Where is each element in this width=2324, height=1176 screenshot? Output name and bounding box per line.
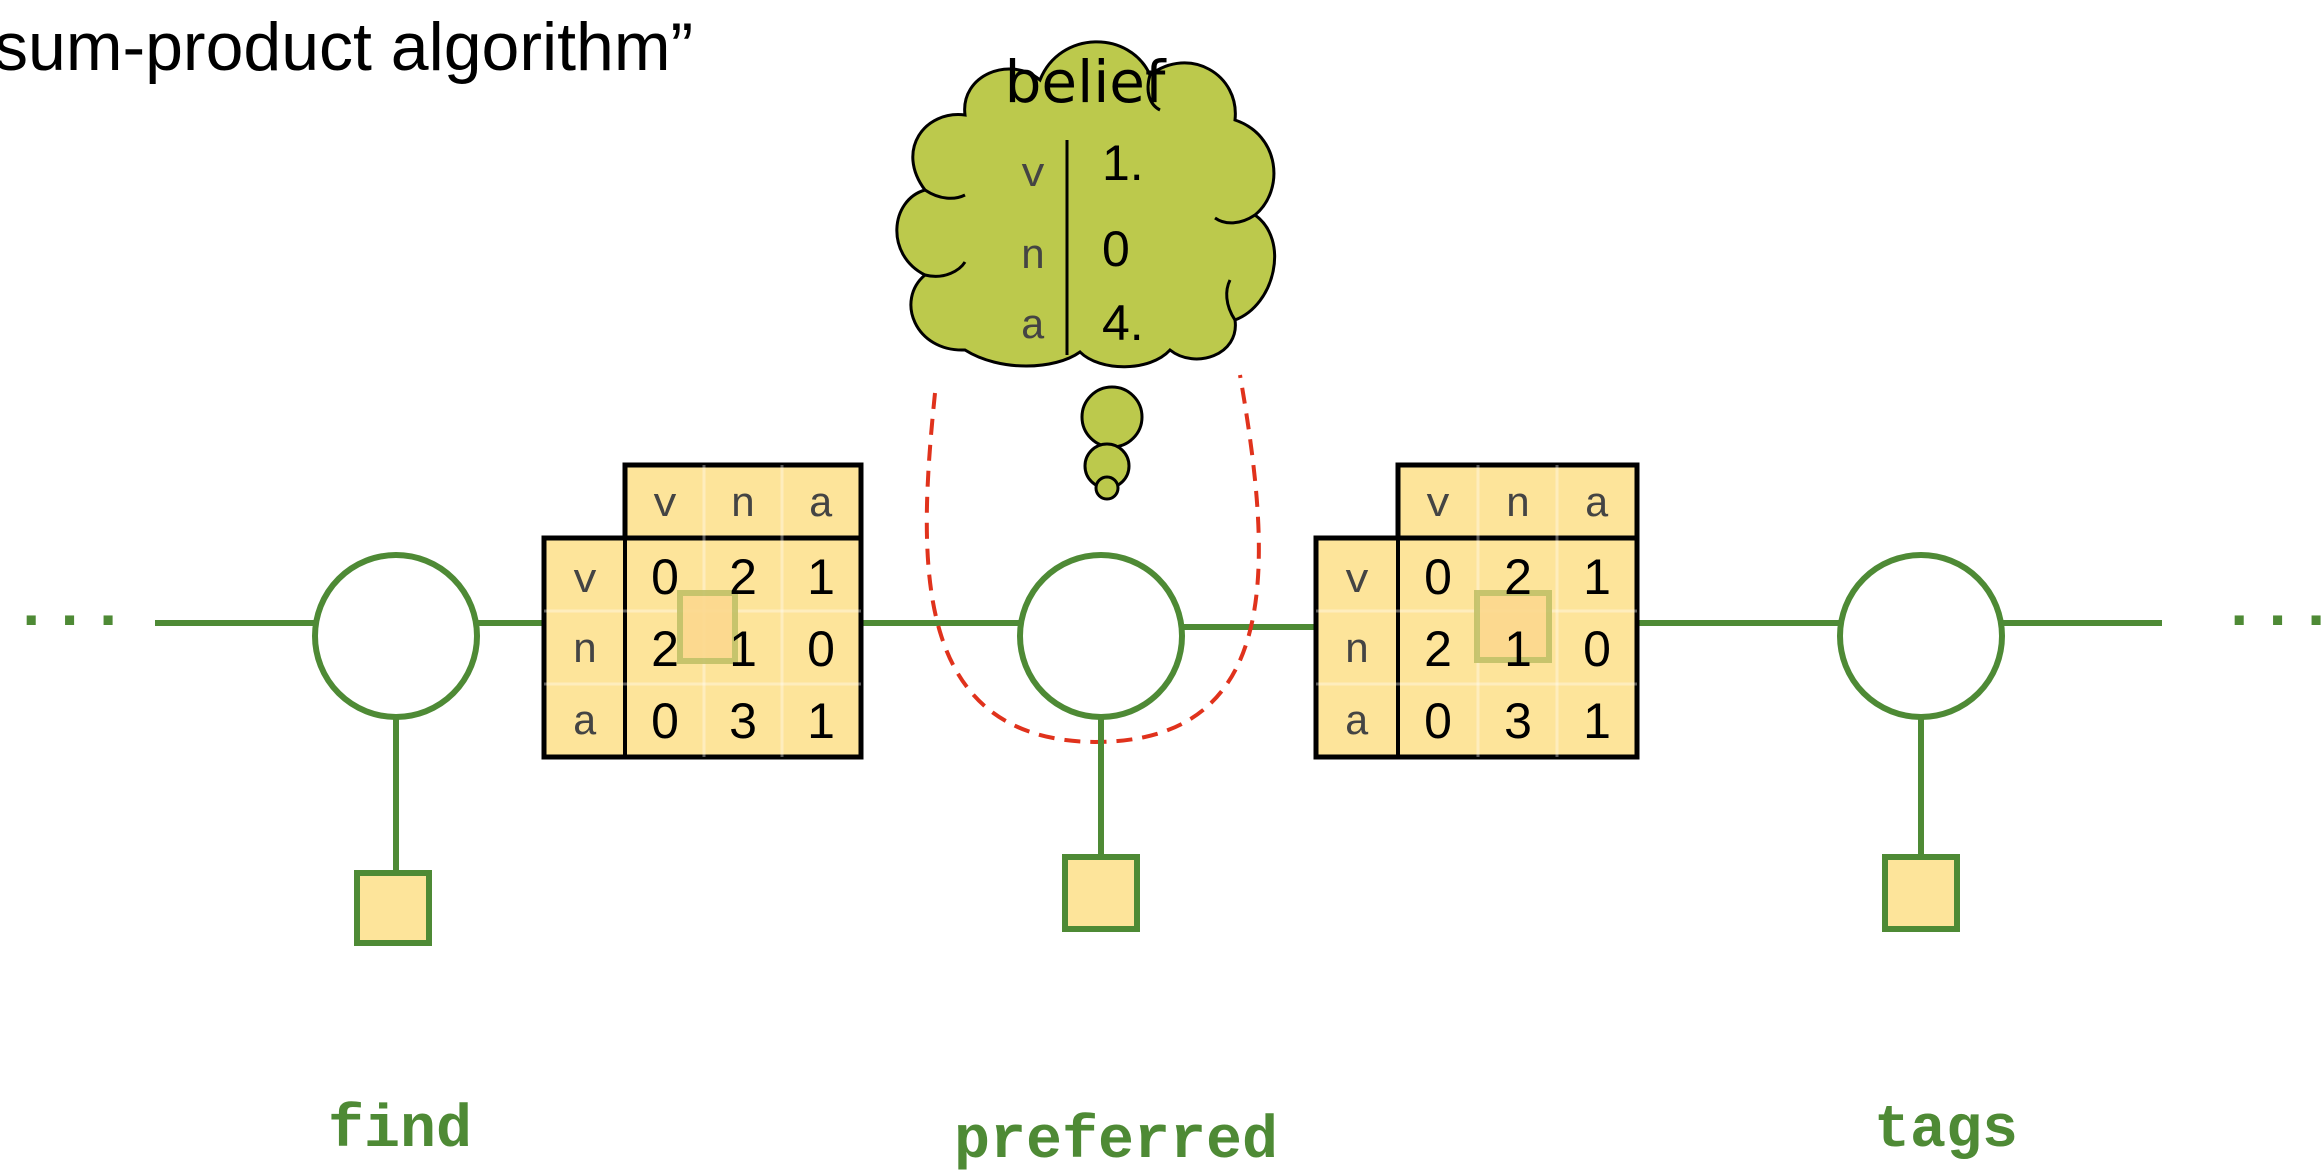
col-header: v (652, 481, 677, 529)
table-cell: 2 (729, 549, 757, 605)
factor-table-2-focus-box (1474, 590, 1552, 663)
table-cell: 0 (1424, 693, 1452, 749)
ellipsis-right: ... (2220, 573, 2324, 645)
table-cell: 1 (807, 549, 835, 605)
row-header: n (1344, 627, 1369, 675)
variable-node-tags (1837, 552, 2005, 720)
table-cell: 0 (1583, 621, 1611, 677)
word-label-find: find (328, 1097, 472, 1165)
belief-row-tag: n (1020, 233, 1045, 281)
unary-factor-preferred (1062, 854, 1140, 932)
row-header: a (572, 699, 597, 747)
col-header: n (1505, 481, 1530, 529)
table-cell: 0 (651, 693, 679, 749)
slide-heading: sum-product algorithm” (0, 9, 693, 85)
factor-table-1-focus-box (677, 590, 738, 664)
observation-stems (393, 703, 1924, 873)
table-cell: 3 (729, 693, 757, 749)
col-header: a (808, 481, 833, 529)
table-cell: 2 (1424, 621, 1452, 677)
table-cell: 2 (651, 621, 679, 677)
table-cell: 0 (807, 621, 835, 677)
col-header: a (1584, 481, 1609, 529)
table-cell: 1 (807, 693, 835, 749)
table-cell: 1 (729, 621, 757, 677)
table-cell: 2 (1504, 549, 1532, 605)
ellipsis-left: ... (12, 573, 127, 645)
belief-thought-cloud: belief v n a 1. 0 4. (895, 40, 1277, 501)
belief-row-value: 1. (1102, 135, 1144, 191)
variable-node-find (312, 552, 480, 720)
table-cell: 1 (1504, 621, 1532, 677)
table-cell: 0 (651, 549, 679, 605)
unary-factor-tags (1882, 854, 1960, 932)
word-label-preferred: preferred (954, 1108, 1278, 1176)
col-header: n (730, 481, 755, 529)
belief-region-dashed-outline (924, 374, 1261, 745)
belief-row-tag: v (1020, 151, 1045, 199)
belief-row-tag: a (1020, 303, 1045, 351)
row-header: a (1344, 699, 1369, 747)
word-label-tags: tags (1874, 1097, 2018, 1165)
table-cell: 0 (1424, 549, 1452, 605)
table-cell: 3 (1504, 693, 1532, 749)
table-cell: 1 (1583, 693, 1611, 749)
table-cell: 1 (1583, 549, 1611, 605)
chain-edges (155, 620, 2162, 630)
row-header: v (1344, 557, 1369, 605)
factor-table-1: v n a v n a 0 2 1 2 1 0 0 3 1 (541, 462, 864, 760)
col-header: v (1425, 481, 1450, 529)
variable-node-preferred (1017, 552, 1185, 720)
belief-row-value: 4. (1102, 295, 1144, 351)
belief-title: belief (1005, 48, 1167, 116)
belief-row-value: 0 (1102, 221, 1130, 277)
row-header: v (572, 557, 597, 605)
unary-factor-find (354, 870, 432, 946)
factor-table-2: v n a v n a 0 2 1 2 1 0 0 3 1 (1313, 462, 1640, 760)
row-header: n (572, 627, 597, 675)
